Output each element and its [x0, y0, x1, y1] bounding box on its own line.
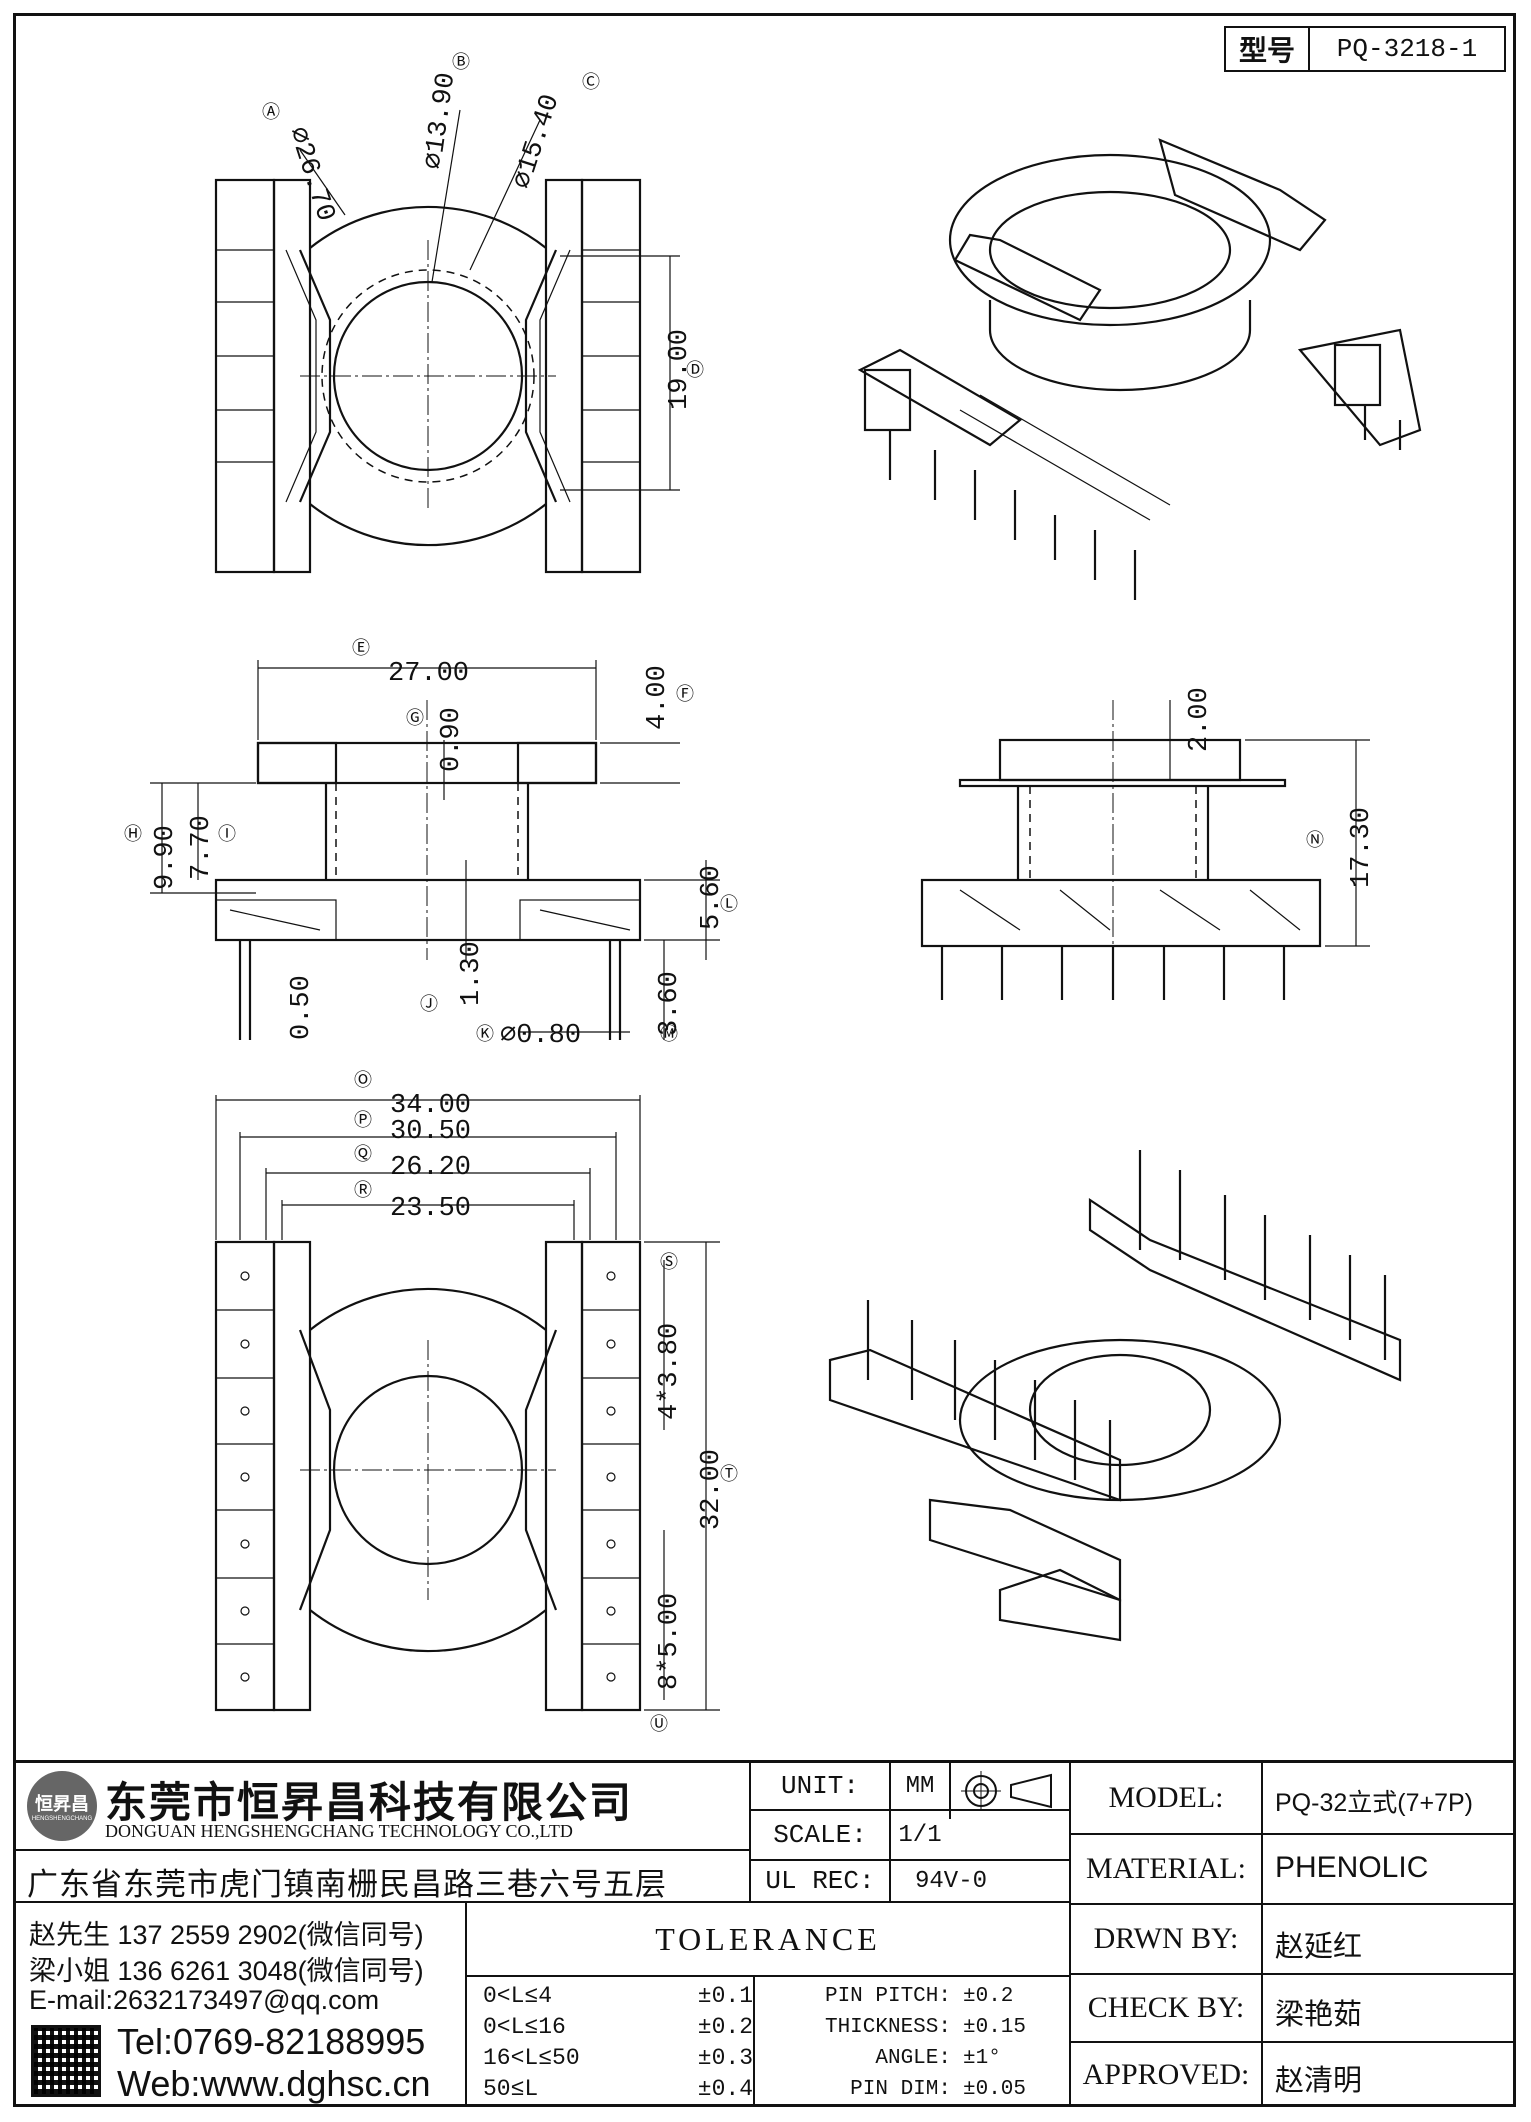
label-M: Ⓜ — [660, 1024, 678, 1044]
label-S: Ⓢ — [660, 1252, 678, 1272]
company-logo: 恒昇昌 HENGSHENGCHANG — [27, 1771, 97, 1841]
scale-value: 1/1 — [898, 1821, 942, 1849]
label-J: Ⓙ — [420, 994, 438, 1014]
label-B: Ⓑ — [452, 52, 470, 72]
iso-view-bottom — [828, 1150, 1402, 1642]
contact-2: 梁小姐 136 6261 3048(微信同号) — [29, 1956, 424, 1986]
label-K: Ⓚ — [476, 1024, 494, 1044]
dim-E: 27.00 — [388, 659, 469, 689]
label-I: Ⓘ — [218, 824, 236, 844]
label-H: Ⓗ — [124, 824, 142, 844]
label-O: Ⓞ — [354, 1070, 372, 1090]
dim-P: 30.50 — [390, 1117, 471, 1147]
info-label-approved: APPROVED: — [1082, 2058, 1250, 2091]
dim-M: 3.60 — [655, 971, 685, 1036]
dim-U-value: 8*5.00 — [655, 1593, 685, 1690]
qr-code — [31, 2025, 101, 2097]
label-E: Ⓔ — [352, 638, 370, 658]
title-block: 恒昇昌 HENGSHENGCHANG 东莞市恒昇昌科技有限公司 DONGUAN … — [13, 1760, 1516, 2107]
dim-K: ⌀0.80 — [500, 1021, 581, 1051]
dim-F: 4.00 — [643, 665, 673, 730]
label-P: Ⓟ — [354, 1110, 372, 1130]
front-view: Ⓔ 27.00 4.00 Ⓕ Ⓖ 0.90 9.90 Ⓗ 7.70 Ⓘ Ⓙ 1.… — [124, 638, 738, 1051]
technical-drawing: Ⓐ ⌀26.70 Ⓑ ⌀13.90 Ⓒ ⌀15.40 19.00 Ⓓ — [124, 52, 1422, 1734]
info-value-drawn: 赵延红 — [1275, 1931, 1363, 1963]
unit-label: UNIT: — [780, 1771, 859, 1801]
dim-J: 1.30 — [457, 941, 487, 1006]
dim-O: 34.00 — [390, 1091, 471, 1121]
dim-G: 0.90 — [437, 707, 467, 772]
dim-L: 5.60 — [697, 865, 727, 930]
dim-N: 17.30 — [1347, 807, 1377, 888]
tol-other-row: ANGLE:±1° — [875, 2047, 1001, 2070]
contact-email: E-mail:2632173497@qq.com — [29, 1985, 380, 2015]
label-U: Ⓤ — [650, 1714, 668, 1734]
tolerance-ranges: 0<L≤4±0.1 0<L≤16±0.2 16<L≤50±0.3 50≤L±0.… — [483, 1981, 753, 2105]
tol-row: 16<L≤50±0.3 — [483, 2045, 753, 2071]
projection-symbol-icon — [961, 1771, 1052, 1811]
dim-A: ⌀26.70 — [281, 124, 340, 226]
info-value-approved: 赵清明 — [1275, 2065, 1363, 2097]
label-R: Ⓡ — [354, 1180, 372, 1200]
tol-row: 0<L≤4±0.1 — [483, 1983, 753, 2009]
ul-value: 94V-0 — [914, 1867, 987, 1895]
tol-row: 0<L≤16±0.2 — [483, 2014, 753, 2040]
label-N: Ⓝ — [1306, 830, 1324, 850]
company-name-cn: 东莞市恒昇昌科技有限公司 — [105, 1779, 634, 1826]
drawing-frame — [13, 13, 1516, 2107]
info-value-material: PHENOLIC — [1275, 1851, 1429, 1884]
label-A: Ⓐ — [262, 102, 280, 122]
dim-S: 4*3.80 — [655, 1323, 685, 1420]
info-value-check: 梁艳茹 — [1275, 1999, 1363, 2031]
type-value: PQ-3218-1 — [1336, 34, 1478, 64]
type-box: 型号 PQ-3218-1 — [1224, 26, 1506, 72]
label-D: Ⓓ — [686, 360, 704, 380]
contact-tel: Tel:0769-82188995 — [117, 2021, 426, 2062]
dim-B: ⌀13.90 — [419, 71, 462, 172]
dim-Q: 26.20 — [390, 1153, 471, 1183]
top-view: Ⓐ ⌀26.70 Ⓑ ⌀13.90 Ⓒ ⌀15.40 19.00 Ⓓ — [214, 52, 704, 574]
dim-H: 9.90 — [151, 825, 181, 890]
dim-C: ⌀15.40 — [508, 91, 567, 193]
info-label-model: MODEL: — [1108, 1781, 1224, 1814]
label-L: Ⓛ — [720, 894, 738, 914]
dim-side-top: 2.00 — [1185, 687, 1215, 752]
label-G: Ⓖ — [406, 708, 424, 728]
unit-value: MM — [905, 1772, 935, 1800]
dim-I: 7.70 — [187, 815, 217, 880]
contact-web: Web:www.dghsc.cn — [117, 2063, 431, 2104]
side-view: 2.00 17.30 Ⓝ — [920, 687, 1377, 1000]
label-F: Ⓕ — [676, 684, 694, 704]
label-Q: Ⓠ — [354, 1144, 372, 1164]
tol-other-row: PIN DIM:±0.05 — [850, 2078, 1027, 2101]
iso-view-top — [857, 138, 1422, 600]
scale-label: SCALE: — [773, 1820, 867, 1850]
dim-pin: 0.50 — [287, 975, 317, 1040]
bottom-view: Ⓞ 34.00 Ⓟ 30.50 Ⓠ 26.20 Ⓡ 23.50 32.00 Ⓣ … — [214, 1070, 738, 1734]
tolerance-title: TOLERANCE — [655, 1920, 881, 1957]
info-label-check: CHECK BY: — [1087, 1991, 1245, 2024]
ul-label: UL REC: — [765, 1866, 875, 1896]
dim-D: 19.00 — [665, 329, 695, 410]
contact-1: 赵先生 137 2559 2902(微信同号) — [29, 1920, 424, 1950]
tol-row: 50≤L±0.4 — [483, 2076, 753, 2102]
info-label-drawn: DRWN BY: — [1093, 1922, 1239, 1955]
company-address: 广东省东莞市虎门镇南栅民昌路三巷六号五层 — [27, 1867, 667, 1902]
company-name-en: DONGUAN HENGSHENGCHANG TECHNOLOGY CO.,LT… — [105, 1821, 573, 1841]
info-value-model: PQ-32立式(7+7P) — [1275, 1789, 1473, 1817]
tol-other-row: THICKNESS:±0.15 — [824, 2016, 1027, 2039]
label-C: Ⓒ — [582, 72, 600, 92]
type-label: 型号 — [1238, 36, 1295, 67]
dim-T: 32.00 — [697, 1449, 727, 1530]
tolerance-others: PIN PITCH:±0.2 THICKNESS:±0.15 ANGLE:±1°… — [765, 1981, 1065, 2105]
tol-other-row: PIN PITCH:±0.2 — [824, 1985, 1014, 2008]
info-label-material: MATERIAL: — [1086, 1852, 1246, 1885]
dim-R: 23.50 — [390, 1194, 471, 1224]
label-T: Ⓣ — [720, 1464, 738, 1484]
